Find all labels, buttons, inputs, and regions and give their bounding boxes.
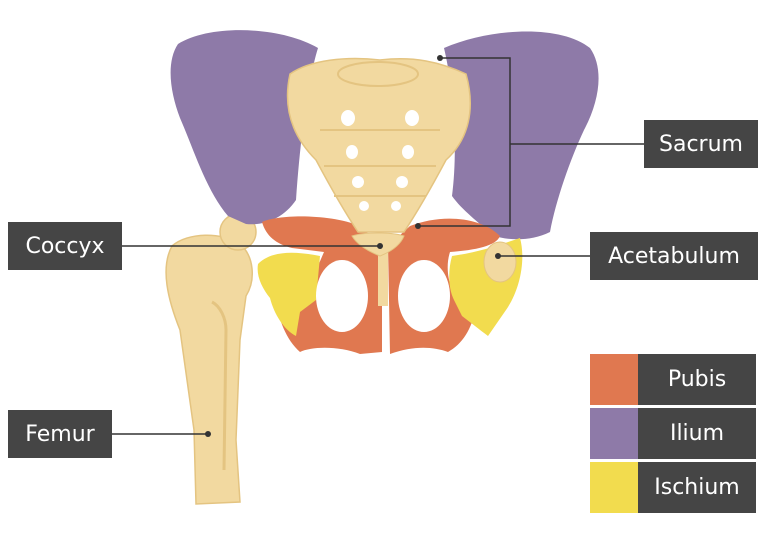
leader-lines <box>112 57 644 435</box>
label-coccyx: Coccyx <box>8 222 122 270</box>
legend-item-pubis: Pubis <box>590 354 756 405</box>
legend-item-ischium: Ischium <box>590 462 756 513</box>
label-sacrum: Sacrum <box>644 120 758 168</box>
legend-swatch-ilium <box>590 408 638 459</box>
legend-label-pubis: Pubis <box>638 354 756 405</box>
legend-label-ilium: Ilium <box>638 408 756 459</box>
leader-dots <box>205 55 501 437</box>
sacrum <box>286 57 471 233</box>
label-femur: Femur <box>8 410 112 458</box>
acetabulum <box>483 241 517 283</box>
label-acetabulum: Acetabulum <box>590 232 758 280</box>
sacrum-leader <box>418 57 511 227</box>
legend-swatch-pubis <box>590 354 638 405</box>
femur <box>165 213 257 505</box>
ilium <box>170 30 599 240</box>
obturator-foramen-right <box>398 260 450 332</box>
legend-label-ischium: Ischium <box>638 462 756 513</box>
obturator-foramen-left <box>316 260 368 332</box>
legend-swatch-ischium <box>590 462 638 513</box>
pubic-symphysis <box>378 250 388 306</box>
legend-item-ilium: Ilium <box>590 408 756 459</box>
